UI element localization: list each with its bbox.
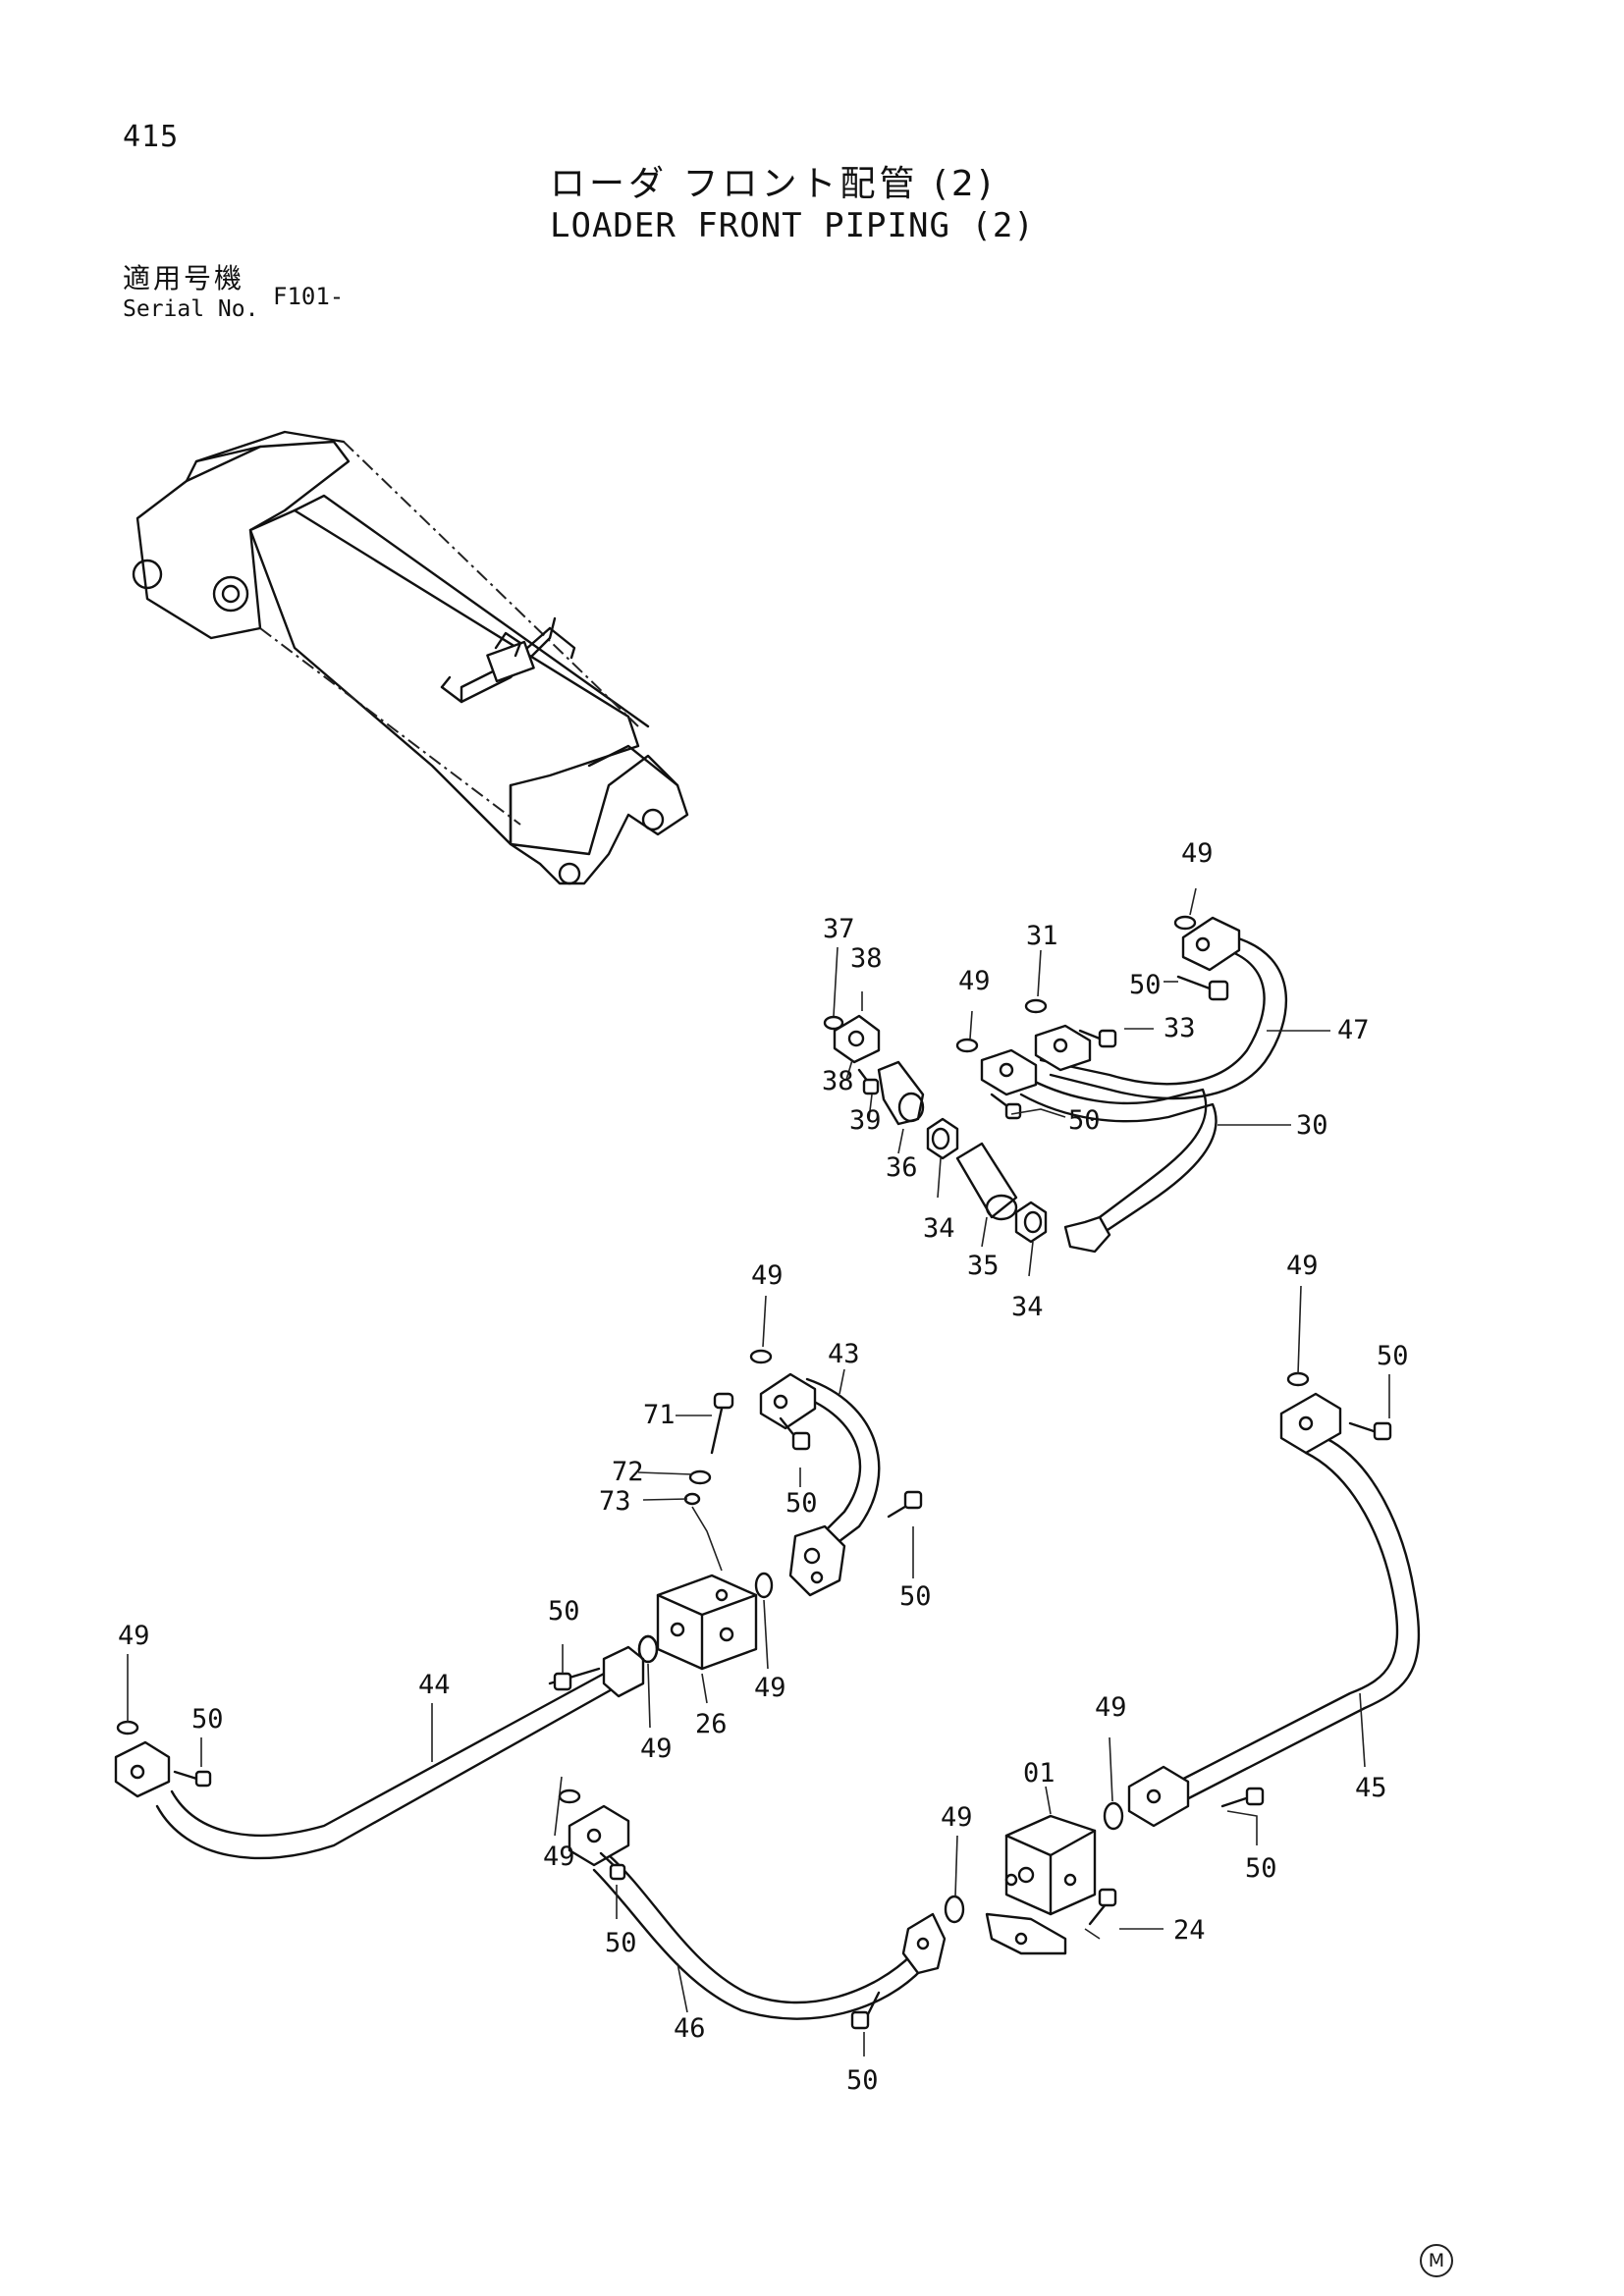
serial-label-japanese: 適用号機 — [123, 262, 245, 294]
serial-value: F101- — [273, 283, 345, 310]
callout-50: 50 — [785, 1488, 818, 1519]
pipe-45-assembly — [1103, 1285, 1421, 1845]
callout-31: 31 — [1026, 921, 1058, 951]
callout-49: 49 — [941, 1802, 973, 1833]
callout-50: 50 — [191, 1704, 224, 1735]
loader-arm-illustration — [132, 430, 689, 885]
callout-35: 35 — [967, 1251, 1000, 1281]
callout-47: 47 — [1337, 1015, 1370, 1045]
callout-44: 44 — [418, 1670, 451, 1700]
callout-50: 50 — [1245, 1853, 1277, 1884]
callout-50: 50 — [605, 1928, 637, 1958]
pipe-46-assembly — [554, 1776, 1164, 2056]
callout-30: 30 — [1296, 1110, 1328, 1141]
callout-49: 49 — [543, 1842, 575, 1872]
callout-37: 37 — [823, 914, 855, 944]
callout-43: 43 — [828, 1339, 860, 1369]
callout-50: 50 — [846, 2065, 879, 2096]
callout-49: 49 — [1181, 838, 1214, 869]
callout-71: 71 — [643, 1400, 676, 1430]
serial-label: Serial No. — [123, 296, 259, 322]
callout-39: 39 — [849, 1105, 882, 1136]
callout-49: 49 — [754, 1673, 786, 1703]
pipe-44-assembly — [114, 1634, 659, 1860]
callout-45: 45 — [1355, 1773, 1387, 1803]
page-title: LOADER FRONT PIPING (2) — [550, 206, 1035, 245]
callout-49: 49 — [1286, 1251, 1319, 1281]
callout-49: 49 — [118, 1621, 150, 1651]
callout-46: 46 — [674, 2013, 706, 2044]
callout-50: 50 — [548, 1596, 580, 1627]
callout-34: 34 — [1011, 1292, 1044, 1322]
callout-73: 73 — [599, 1486, 631, 1517]
upper-piping-assembly — [823, 887, 1330, 1277]
callout-01: 01 — [1023, 1758, 1056, 1789]
callout-49: 49 — [751, 1260, 784, 1291]
callout-49: 49 — [1095, 1692, 1127, 1723]
callout-50: 50 — [899, 1581, 932, 1612]
page-title-japanese: ローダ フロント配管 (2) — [550, 164, 996, 204]
callout-34: 34 — [923, 1213, 955, 1244]
manufacturer-mark-icon: M — [1420, 2244, 1453, 2277]
callout-50: 50 — [1377, 1341, 1409, 1371]
callout-49: 49 — [640, 1734, 673, 1764]
callout-26: 26 — [695, 1709, 728, 1739]
callout-50: 50 — [1068, 1105, 1101, 1136]
callout-50: 50 — [1129, 970, 1162, 1000]
callout-38: 38 — [822, 1066, 854, 1096]
middle-piping-assembly — [637, 1295, 923, 1729]
callout-24: 24 — [1173, 1915, 1206, 1946]
callout-33: 33 — [1164, 1013, 1196, 1043]
callout-72: 72 — [612, 1457, 644, 1487]
callout-labels: 49 37 38 31 49 50 47 33 30 50 38 39 36 3… — [118, 838, 1409, 2096]
callout-38: 38 — [850, 943, 883, 974]
callout-36: 36 — [886, 1152, 918, 1183]
callout-49: 49 — [958, 966, 991, 996]
page-number: 415 — [123, 120, 180, 154]
